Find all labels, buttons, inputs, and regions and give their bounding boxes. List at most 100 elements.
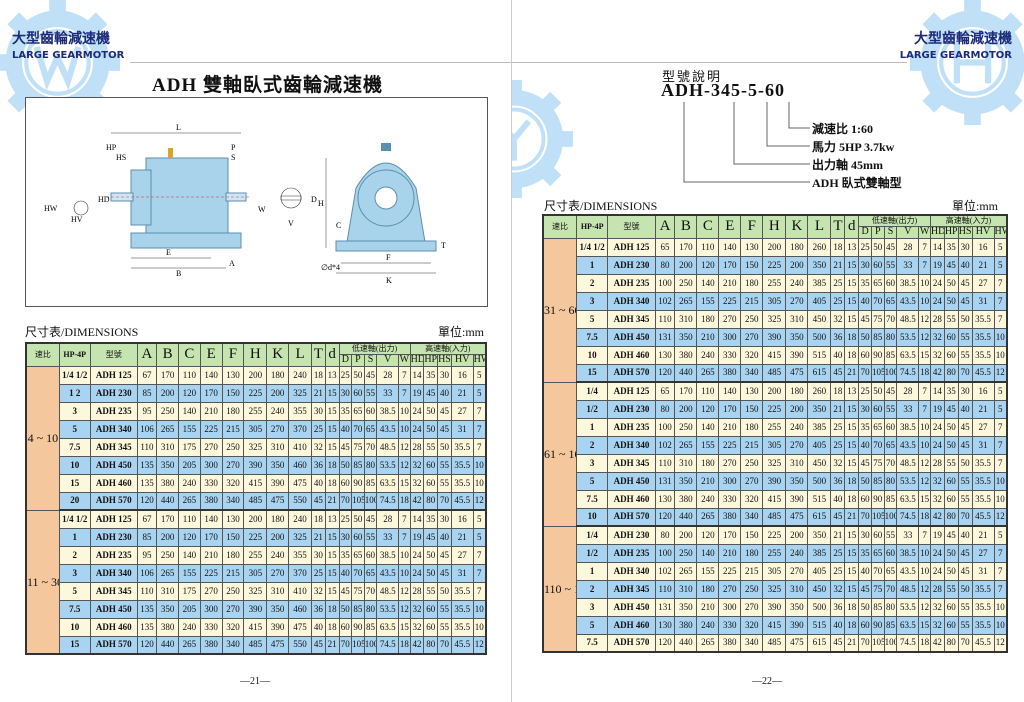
value-cell: 85 <box>136 383 158 403</box>
hp-cell: 5 <box>576 615 609 635</box>
value-cell: 35 <box>858 543 872 563</box>
value-cell: 240 <box>696 345 720 365</box>
model-cell: ADH 570 <box>607 363 656 383</box>
value-cell: 200 <box>785 255 809 275</box>
value-cell: 12 <box>472 491 487 511</box>
value-cell: 270 <box>221 455 245 475</box>
value-cell: 60 <box>423 599 439 619</box>
value-cell: 63.5 <box>896 615 920 635</box>
model-cell: ADH 570 <box>607 633 656 653</box>
ratio-cell: 110 ~ 180 <box>542 525 578 653</box>
value-cell: 65 <box>883 435 898 455</box>
value-cell: 415 <box>762 615 787 635</box>
value-cell: 30 <box>311 545 326 565</box>
value-cell: 450 <box>807 309 832 329</box>
value-cell: 225 <box>243 383 268 403</box>
hp-cell: 1 2 <box>58 383 91 403</box>
value-cell: 320 <box>740 345 764 365</box>
gear-logo-icon <box>512 80 573 198</box>
value-cell: 270 <box>785 561 809 581</box>
hp-cell: 2 <box>58 545 91 565</box>
value-cell: 325 <box>243 581 268 601</box>
value-cell: 15 <box>844 255 860 275</box>
value-cell: 270 <box>221 599 245 619</box>
value-cell: 105 <box>870 363 885 383</box>
value-cell: 110 <box>696 381 720 401</box>
value-cell: 475 <box>266 491 290 511</box>
value-cell: 390 <box>762 471 787 491</box>
header-HD: HD <box>409 353 425 367</box>
hp-cell: 1/4 1/2 <box>58 509 91 529</box>
value-cell: 50 <box>943 435 959 455</box>
value-cell: 42 <box>409 491 425 511</box>
value-cell: 390 <box>762 327 787 347</box>
dim-label-e: E <box>166 248 171 257</box>
value-cell: 265 <box>674 561 698 581</box>
value-cell: 135 <box>136 599 158 619</box>
value-cell: 140 <box>718 381 742 401</box>
value-cell: 53.5 <box>376 455 400 475</box>
unit-label: 單位:mm <box>438 325 485 339</box>
value-cell: 45 <box>957 543 973 563</box>
value-cell: 45 <box>943 399 959 419</box>
header-high-speed-shaft: 高速軸(入力) <box>409 342 487 355</box>
value-cell: 325 <box>762 579 787 599</box>
value-cell: 38.5 <box>896 417 920 437</box>
value-cell: 225 <box>199 563 223 583</box>
value-cell: 70 <box>870 291 885 311</box>
value-cell: 19 <box>929 255 945 275</box>
value-cell: 10 <box>918 543 931 563</box>
value-cell: 75 <box>870 579 885 599</box>
model-cell: ADH 450 <box>89 455 138 475</box>
model-cell: ADH 345 <box>607 453 656 473</box>
value-cell: 16 <box>971 237 995 257</box>
value-cell: 35.5 <box>971 489 995 509</box>
value-cell: 270 <box>718 309 742 329</box>
value-cell: 14 <box>929 237 945 257</box>
value-cell: 18 <box>398 491 411 511</box>
value-cell: 15 <box>844 291 860 311</box>
value-cell: 35 <box>423 365 439 385</box>
dim-label-d4: ∅d*4 <box>321 263 340 272</box>
value-cell: 175 <box>178 437 201 457</box>
value-cell: 25 <box>830 435 846 455</box>
header-HS: HS <box>957 225 973 239</box>
value-cell: 60 <box>943 615 959 635</box>
value-cell: 65 <box>883 561 898 581</box>
value-cell: 65 <box>363 419 378 439</box>
header-E: E <box>199 342 223 367</box>
value-cell: 45 <box>338 581 353 601</box>
value-cell: 35 <box>338 401 353 421</box>
value-cell: 55 <box>957 345 973 365</box>
value-cell: 38.5 <box>896 273 920 293</box>
hp-cell: 5 <box>576 471 609 491</box>
model-cell: ADH 345 <box>89 437 138 457</box>
value-cell: 24 <box>409 401 425 421</box>
dim-label-hv: HV <box>71 215 83 224</box>
value-cell: 21 <box>450 383 474 403</box>
header-model: 型號 <box>89 342 138 367</box>
value-cell: 210 <box>199 401 223 421</box>
value-cell: 45 <box>830 633 846 653</box>
value-cell: 110 <box>136 581 158 601</box>
value-cell: 15 <box>844 453 860 473</box>
value-cell: 55 <box>437 473 452 493</box>
value-cell: 55 <box>957 597 973 617</box>
value-cell: 16 <box>450 365 474 385</box>
value-cell: 35 <box>423 509 439 529</box>
value-cell: 355 <box>288 401 312 421</box>
model-cell: ADH 570 <box>607 507 656 527</box>
value-cell: 10 <box>993 615 1008 635</box>
value-cell: 74.5 <box>896 363 920 383</box>
value-cell: 475 <box>785 363 809 383</box>
value-cell: 70 <box>351 419 365 439</box>
value-cell: 31 <box>450 419 474 439</box>
value-cell: 7 <box>918 381 931 401</box>
value-cell: 260 <box>807 381 832 401</box>
value-cell: 15 <box>324 563 340 583</box>
value-cell: 21 <box>311 527 326 547</box>
value-cell: 7 <box>398 527 411 547</box>
dim-label-hs: HS <box>116 153 126 162</box>
